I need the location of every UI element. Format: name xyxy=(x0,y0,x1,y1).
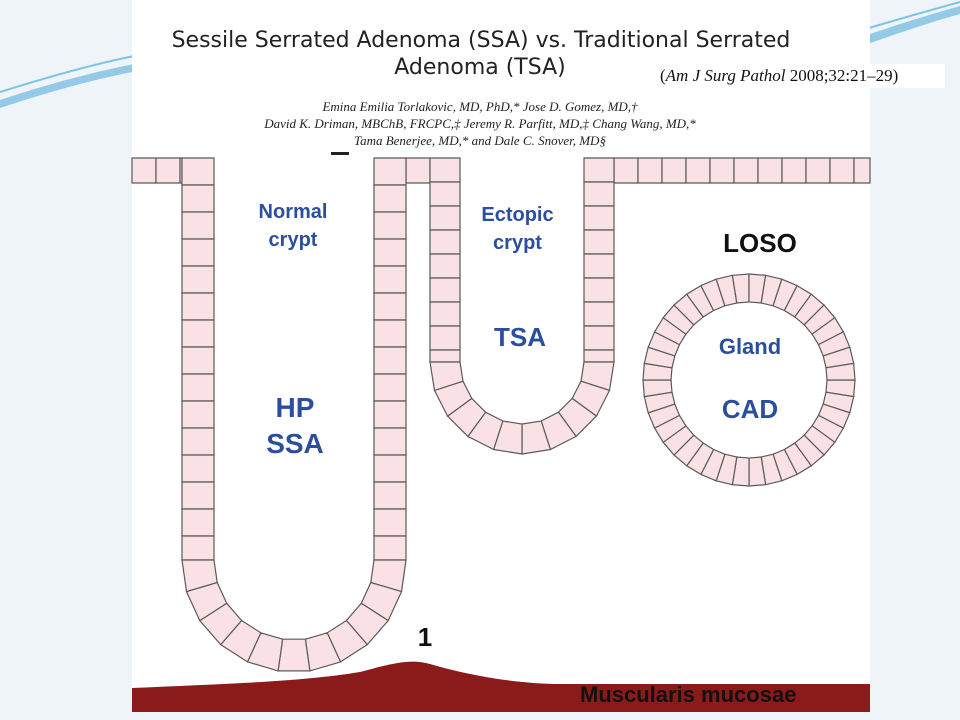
surface-cell xyxy=(781,157,807,184)
ectopic-crypt-cell xyxy=(429,253,461,279)
ectopic-crypt-cell xyxy=(583,205,615,231)
label-hp: HP xyxy=(275,392,315,423)
gland-ring-cell xyxy=(825,362,856,381)
slide-title-line-1: Sessile Serrated Adenoma (SSA) vs. Tradi… xyxy=(171,28,791,53)
figure-panel xyxy=(132,0,870,712)
normal-crypt-cell xyxy=(181,427,215,456)
ectopic-crypt-cell xyxy=(429,277,461,303)
normal-crypt-cell xyxy=(373,265,407,294)
surface-cell xyxy=(131,157,157,184)
ectopic-crypt-cell xyxy=(583,253,615,279)
normal-crypt-cell xyxy=(373,238,407,267)
citation-journal: Am J Surg Pathol xyxy=(665,66,786,85)
muscularis-mucosae-band xyxy=(132,661,870,712)
citation-open: ( xyxy=(660,66,666,85)
ectopic-crypt-cell xyxy=(583,325,615,351)
ectopic-crypt-cell xyxy=(429,325,461,351)
journal-citation: (Am J Surg Pathol 2008;32:21–29) xyxy=(660,64,945,88)
label-normal-crypt-line-1: Normal xyxy=(258,201,328,223)
label-muscularis-mucosae: Muscularis mucosae xyxy=(580,682,797,707)
normal-crypt-cell xyxy=(181,265,215,294)
surface-cell xyxy=(155,157,181,184)
normal-crypt-cell xyxy=(373,454,407,483)
surface-cell xyxy=(829,157,855,184)
label-normal-crypt: Normal crypt xyxy=(228,198,358,254)
normal-crypt-cell xyxy=(181,319,215,348)
surface-cell xyxy=(805,157,831,184)
normal-crypt-cell xyxy=(373,157,407,186)
ectopic-crypt-cell xyxy=(583,349,615,363)
label-ectopic-crypt: Ectopic crypt xyxy=(455,201,580,257)
label-normal-crypt-line-2: crypt xyxy=(268,229,318,251)
normal-crypt-cell xyxy=(373,508,407,537)
normal-crypt-cell xyxy=(373,346,407,375)
normal-crypt-cell xyxy=(181,373,215,402)
surface-cell xyxy=(853,157,871,184)
ectopic-crypt-cell xyxy=(583,277,615,303)
surface-cell xyxy=(757,157,783,184)
slide-swoosh-left xyxy=(0,58,170,108)
normal-crypt-cell xyxy=(181,292,215,321)
normal-crypt-cell xyxy=(181,400,215,429)
citation-volume: 2008;32:21–29) xyxy=(785,66,899,85)
slide-title-line-2: Adenoma (TSA) xyxy=(394,55,566,80)
surface-cell xyxy=(661,157,687,184)
ectopic-crypt-cell xyxy=(583,301,615,327)
normal-crypt-cell xyxy=(181,211,215,240)
normal-crypt-cell xyxy=(181,535,215,561)
normal-crypt-cell xyxy=(373,400,407,429)
normal-crypt-cell xyxy=(181,184,215,213)
label-marker-1: 1 xyxy=(417,622,433,652)
normal-crypt-cell xyxy=(373,373,407,402)
normal-crypt-cell xyxy=(181,157,215,186)
ectopic-crypt-cell xyxy=(429,349,461,363)
label-tsa: TSA xyxy=(494,322,546,352)
normal-crypt-cell xyxy=(181,508,215,537)
normal-crypt-base-cell xyxy=(181,559,218,593)
normal-crypt-cell xyxy=(181,454,215,483)
author-line-2: David K. Driman, MBChB, FRCPC,‡ Jeremy R… xyxy=(264,116,696,131)
normal-crypt-cell xyxy=(373,481,407,510)
title-underline-mark xyxy=(331,152,349,155)
label-gland: Gland xyxy=(718,334,782,359)
normal-crypt-cell xyxy=(181,481,215,510)
normal-crypt-cell xyxy=(373,427,407,456)
normal-crypt-base-cell xyxy=(277,638,311,672)
normal-crypt-cell xyxy=(373,319,407,348)
normal-crypt-cell xyxy=(373,292,407,321)
author-line-3: Tama Benerjee, MD,* and Dale C. Snover, … xyxy=(354,133,606,148)
label-ectopic-crypt-line-1: Ectopic xyxy=(481,204,554,226)
author-line-1: Emina Emilia Torlakovic, MD, PhD,* Jose … xyxy=(322,99,638,114)
ectopic-crypt-cell xyxy=(583,229,615,255)
ectopic-crypt-cell xyxy=(429,157,461,183)
label-ectopic-crypt-line-2: crypt xyxy=(493,232,542,254)
normal-crypt-cell xyxy=(181,346,215,375)
surface-cell xyxy=(685,157,711,184)
label-loso: LOSO xyxy=(723,228,797,258)
surface-cell xyxy=(637,157,663,184)
ectopic-crypt-cell xyxy=(583,181,615,207)
normal-crypt-cell xyxy=(181,238,215,267)
surface-cell xyxy=(613,157,639,184)
normal-crypt-cell xyxy=(373,535,407,561)
label-cad: CAD xyxy=(721,394,779,424)
surface-cell xyxy=(709,157,735,184)
ectopic-crypt-base-cell xyxy=(429,361,464,392)
normal-crypt-cell xyxy=(373,184,407,213)
normal-crypt-cell xyxy=(373,211,407,240)
label-ssa: SSA xyxy=(266,428,324,459)
surface-cell xyxy=(733,157,759,184)
surface-cell xyxy=(405,157,431,184)
epithelial-cells xyxy=(131,157,871,672)
ectopic-crypt-cell xyxy=(429,301,461,327)
ectopic-crypt-cell xyxy=(583,157,615,183)
